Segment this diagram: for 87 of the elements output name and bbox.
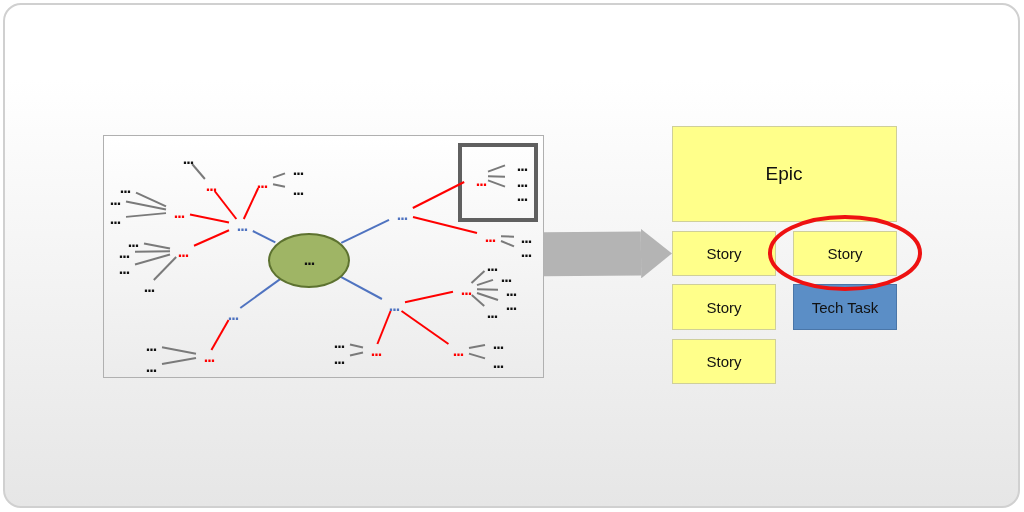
- connector-line: [476, 278, 494, 287]
- leaf-topic: ...: [112, 247, 136, 259]
- leaf-topic: ...: [103, 194, 127, 206]
- connector-line: [500, 240, 515, 248]
- subtopic: ...: [478, 231, 502, 243]
- connector-line: [340, 218, 390, 244]
- connector-line: [251, 230, 277, 244]
- connector-line: [487, 164, 506, 173]
- mind-map-panel: [102, 134, 544, 378]
- subtopic: ...: [446, 345, 470, 357]
- epic-card: Epic: [671, 126, 897, 222]
- connector-line: [470, 294, 486, 307]
- connector-line: [412, 216, 478, 234]
- subtopic: ...: [469, 175, 493, 187]
- central-topic-ellipse: ...: [268, 232, 350, 288]
- leaf-topic: ...: [103, 213, 127, 225]
- connector-line: [239, 278, 282, 309]
- connector-line: [213, 190, 238, 220]
- connector-line: [470, 270, 486, 284]
- leaf-topic: ...: [486, 338, 510, 350]
- subtopic: ...: [199, 180, 223, 192]
- highlight-frame: [458, 142, 538, 222]
- subtopic: ...: [167, 207, 191, 219]
- connector-line: [210, 319, 230, 351]
- subtopic: ...: [364, 345, 388, 357]
- connector-line: [468, 344, 486, 349]
- story-card: Story: [672, 230, 776, 276]
- connector-line: [125, 212, 167, 218]
- connector-line: [487, 175, 506, 178]
- subtopic: ...: [454, 284, 478, 296]
- connector-line: [193, 229, 230, 247]
- leaf-topic: ...: [499, 285, 523, 297]
- branch-topic: ...: [390, 209, 414, 221]
- connector-line: [125, 200, 167, 211]
- leaf-topic: ...: [510, 190, 534, 202]
- connector-line: [161, 357, 197, 365]
- connector-line: [476, 288, 499, 291]
- branch-topic: ...: [230, 220, 254, 232]
- connector-line: [134, 253, 171, 266]
- connector-line: [349, 343, 364, 349]
- subtopic: ...: [250, 177, 274, 189]
- leaf-topic: ...: [113, 182, 137, 194]
- leaf-topic: ...: [286, 164, 310, 176]
- connector-line: [134, 250, 171, 253]
- leaf-topic: ...: [480, 260, 504, 272]
- connector-line: [143, 242, 171, 250]
- connector-line: [411, 181, 466, 209]
- branch-topic: ...: [221, 309, 245, 321]
- connector-line: [152, 256, 178, 281]
- connector-line: [272, 183, 286, 188]
- connector-line: [468, 352, 486, 360]
- connector-line: [272, 172, 286, 179]
- story-card: Story: [672, 284, 776, 330]
- connector-line: [242, 187, 260, 220]
- connector-line: [404, 290, 454, 304]
- connector-line: [191, 163, 206, 180]
- leaf-topic: ...: [327, 353, 351, 365]
- leaf-topic: ...: [137, 281, 161, 293]
- leaf-topic: ...: [515, 246, 537, 258]
- block-arrow: [543, 228, 672, 279]
- leaf-topic: ...: [494, 271, 518, 283]
- leaf-topic: ...: [112, 263, 136, 275]
- leaf-topic: ...: [139, 361, 163, 373]
- leaf-topic: ...: [286, 184, 310, 196]
- leaf-topic: ...: [139, 340, 163, 352]
- tech-task-card: Tech Task: [793, 284, 897, 330]
- leaf-topic: ...: [121, 236, 145, 248]
- subtopic: ...: [171, 246, 195, 258]
- connector-line: [161, 346, 197, 355]
- branch-topic: ...: [382, 300, 406, 312]
- leaf-topic: ...: [510, 160, 534, 172]
- connector-line: [189, 213, 230, 224]
- leaf-topic: ...: [510, 176, 534, 188]
- subtopic: ...: [197, 351, 221, 363]
- leaf-topic: ...: [486, 357, 510, 369]
- connector-line: [487, 179, 506, 188]
- story-card: Story: [793, 230, 897, 276]
- leaf-topic: ...: [515, 232, 537, 244]
- story-card: Story: [672, 338, 776, 384]
- connector-line: [135, 191, 167, 208]
- connector-line: [500, 235, 515, 238]
- leaf-topic: ...: [176, 153, 200, 165]
- connector-line: [376, 310, 392, 345]
- leaf-topic: ...: [327, 337, 351, 349]
- connector-line: [476, 292, 499, 301]
- connector-line: [400, 310, 450, 345]
- connector-line: [349, 351, 364, 357]
